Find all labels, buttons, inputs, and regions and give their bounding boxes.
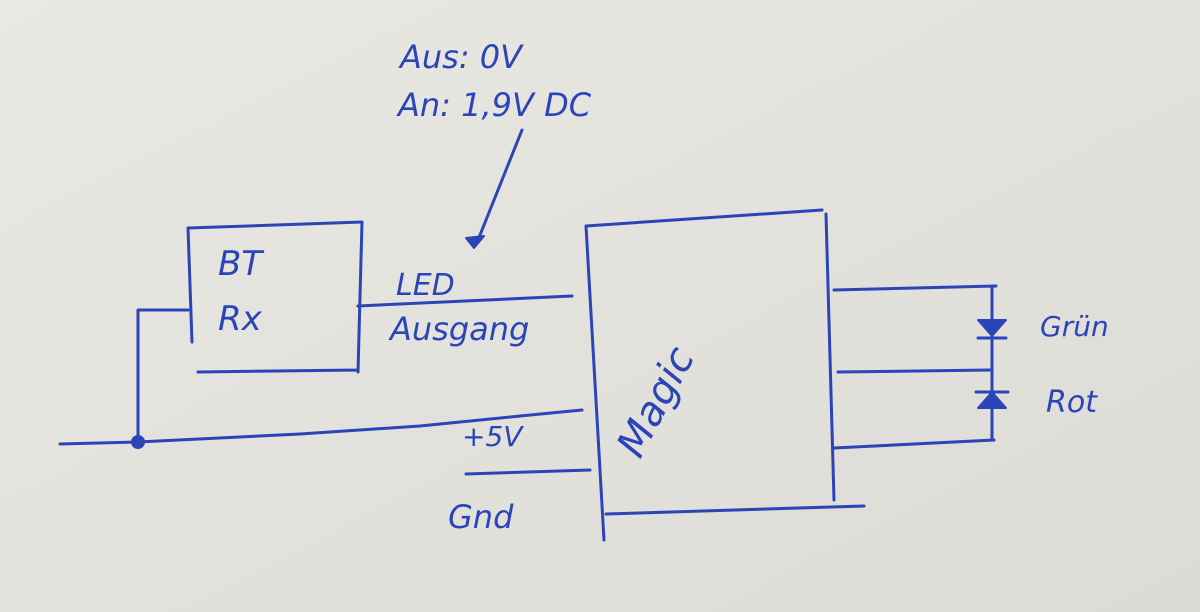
- green-led-label: Grün: [1040, 310, 1109, 343]
- annotation-arrow-head: [465, 235, 485, 249]
- bt-receiver-label-line1: BT: [218, 244, 264, 284]
- annotation-on-state: An: 1,9V DC: [396, 86, 592, 124]
- led-bottom-wire: [832, 438, 996, 450]
- bt-receiver-label-line2: Rx: [218, 299, 263, 339]
- red-led-diode-icon: [977, 391, 1007, 409]
- annotation-arrow: [476, 128, 524, 242]
- ground-label: Gnd: [448, 498, 514, 536]
- led-output-label-line1: LED: [396, 268, 455, 303]
- red-led-label: Rot: [1046, 385, 1098, 420]
- annotation-off-state: Aus: 0V: [398, 38, 524, 76]
- supply-label: +5V: [462, 420, 524, 453]
- led-output-label-line2: Ausgang: [388, 310, 529, 348]
- receiver-supply-wire: [136, 308, 190, 444]
- supply-wire: [58, 408, 584, 446]
- magic-box: [584, 208, 866, 542]
- led-output-wire: [356, 294, 574, 308]
- ground-wire: [464, 468, 592, 476]
- bt-receiver-box: [186, 220, 364, 374]
- led-middle-wire: [836, 368, 992, 374]
- led-top-wire: [832, 284, 998, 292]
- green-led-diode-icon: [977, 319, 1007, 337]
